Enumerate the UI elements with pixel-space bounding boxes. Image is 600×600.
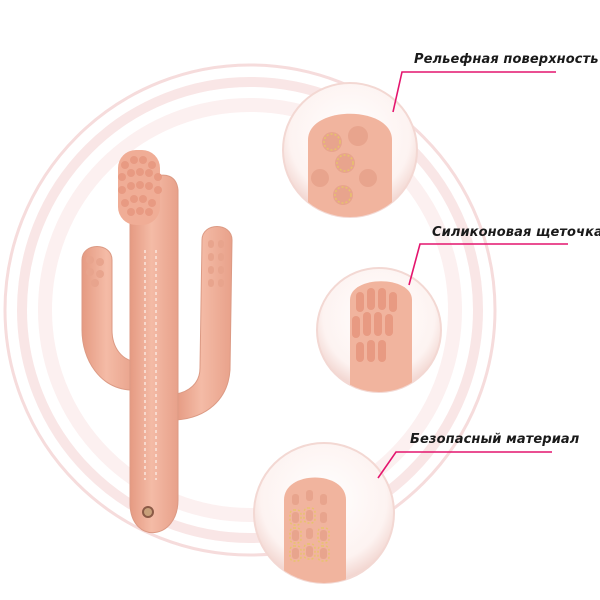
- left-arm-nubs: [86, 256, 104, 287]
- bristle-head: [118, 150, 162, 225]
- closeup-safe-material: [253, 442, 395, 584]
- right-arm-nubs: [208, 240, 224, 287]
- feature-label-silicone-brush: Силиконовая щеточка: [432, 225, 600, 240]
- callout-line-1: [392, 71, 556, 113]
- closeup-silicone-bristles: [316, 267, 442, 393]
- feature-label-safe-material: Безопасный материал: [410, 432, 580, 447]
- callout-line-3: [377, 451, 552, 479]
- cactus-teether-silicone: [81, 150, 233, 533]
- background-rings: [3, 63, 497, 557]
- feature-label-textured-surface: Рельефная поверхность: [414, 52, 599, 67]
- closeup-textured-surface: [282, 82, 418, 218]
- callout-lines: [377, 71, 568, 479]
- callout-line-2: [408, 243, 568, 286]
